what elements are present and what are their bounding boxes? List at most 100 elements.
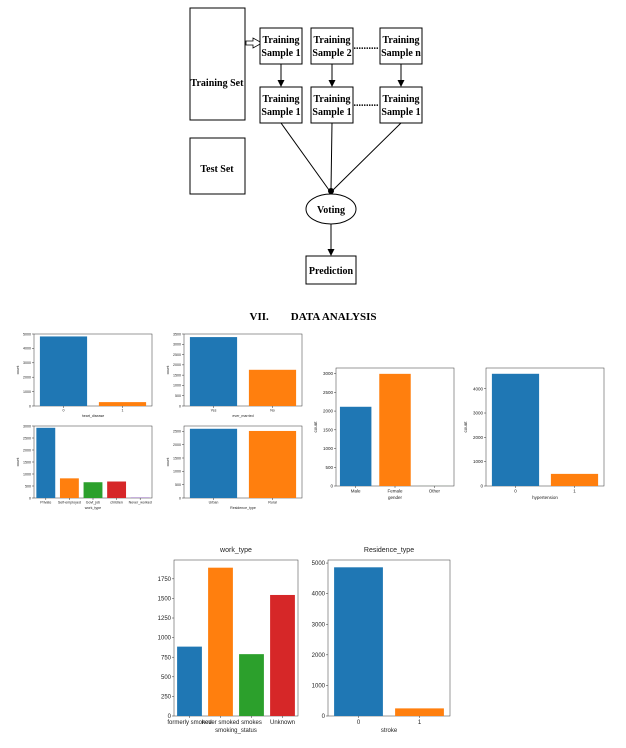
bar-formerly-smoked: [177, 646, 202, 716]
x-axis-label: gender: [388, 495, 403, 500]
y-tick-label: 1500: [173, 456, 181, 460]
x-axis-label: smoking_status: [215, 728, 257, 734]
y-tick-label: 4000: [23, 347, 31, 351]
top-sample-2-line1: Training: [313, 35, 350, 46]
y-tick-label: 1500: [158, 597, 172, 603]
y-tick-label: 3000: [323, 371, 334, 376]
bar-private: [36, 427, 56, 498]
y-tick-label: 3000: [312, 622, 326, 628]
y-tick-label: 3000: [473, 411, 484, 416]
x-axis-label: hypertension: [532, 495, 558, 500]
x-tick-label: formerly smoked: [167, 720, 211, 726]
y-tick-label: 5000: [23, 332, 31, 336]
y-tick-label: 2500: [323, 390, 334, 395]
bottom-sample-n-line1: Training: [382, 94, 419, 105]
x-tick-label: Private: [40, 501, 51, 505]
section-number: VII.: [249, 311, 269, 323]
y-tick-label: 0: [29, 496, 31, 500]
y-tick-label: 4000: [473, 386, 484, 391]
chart-title: work_type: [219, 547, 252, 554]
x-tick-label: 1: [122, 409, 124, 413]
y-axis-label: count: [16, 366, 20, 375]
y-tick-label: 2500: [23, 436, 31, 440]
x-tick-label: 0: [514, 489, 517, 494]
y-tick-label: 0: [330, 484, 333, 489]
bar-0: [334, 567, 383, 716]
bar-0: [491, 373, 540, 486]
x-axis-label: Residence_type: [230, 506, 256, 510]
bottom-dots: ..........: [354, 98, 380, 109]
y-tick-label: 3000: [23, 361, 31, 365]
chart-smoking-status: work_type02505007501000125015001750forme…: [150, 547, 299, 734]
top-sample-n-line1: Training: [382, 35, 419, 46]
y-tick-label: 1000: [473, 459, 484, 464]
y-axis-label: count: [463, 421, 468, 433]
x-tick-label: Urban: [209, 501, 219, 505]
y-tick-label: 0: [168, 714, 172, 720]
y-tick-label: 2000: [473, 435, 484, 440]
x-tick-label: Other: [429, 489, 441, 494]
y-tick-label: 2000: [173, 443, 181, 447]
section-heading: VII.DATA ANALYSIS: [0, 311, 626, 323]
y-tick-label: 5000: [312, 561, 326, 567]
bar-unknown: [270, 594, 295, 716]
bar-female: [379, 373, 411, 486]
training-set-box: [189, 7, 246, 121]
bar-never-smoked: [208, 567, 233, 716]
y-tick-label: 3000: [173, 343, 181, 347]
x-tick-label: Never_worked: [129, 501, 152, 505]
y-tick-label: 2500: [173, 353, 181, 357]
y-tick-label: 750: [161, 655, 172, 661]
x-axis-label: ever_married: [232, 414, 253, 418]
x-tick-label: 1: [418, 720, 422, 726]
y-axis-label: count: [150, 630, 151, 645]
x-axis-label: heart_disease: [82, 414, 105, 418]
training-set-label: Training Set: [191, 78, 245, 89]
x-tick-label: Govt_job: [86, 501, 100, 505]
x-tick-label: 0: [63, 409, 65, 413]
y-axis-label: count: [313, 421, 318, 433]
y-tick-label: 1500: [323, 427, 334, 432]
open-arrow: [245, 37, 263, 49]
prediction-box: [305, 255, 357, 285]
y-tick-label: 1000: [323, 446, 334, 451]
test-set-label: Test Set: [200, 164, 234, 175]
y-tick-label: 1000: [158, 636, 172, 642]
y-tick-label: 500: [325, 465, 333, 470]
x-tick-label: Rural: [268, 501, 277, 505]
bar-urban: [189, 428, 238, 498]
bar-0: [39, 336, 88, 406]
y-tick-label: 1000: [23, 390, 31, 394]
random-forest-diagram: Training Set Training Sample 1 Training …: [189, 7, 423, 285]
x-tick-label: smokes: [241, 720, 262, 726]
bar-rural: [248, 430, 297, 498]
bar-no: [248, 369, 297, 406]
bar-children: [107, 481, 127, 498]
top-sample-n-box: [379, 27, 423, 65]
chart-title: Residence_type: [364, 547, 414, 554]
bottom-sample-2-box: [310, 86, 354, 124]
x-tick-label: No: [270, 409, 275, 413]
y-axis-label: count: [166, 366, 170, 375]
y-tick-label: 500: [175, 483, 181, 487]
bar-1: [98, 402, 147, 406]
y-tick-label: 2500: [173, 430, 181, 434]
x-tick-label: never smoked: [202, 720, 240, 726]
y-tick-label: 1500: [23, 460, 31, 464]
y-tick-label: 3000: [23, 424, 31, 428]
bottom-sample-1-line2: Sample 1: [261, 107, 300, 118]
y-tick-label: 4000: [312, 592, 326, 598]
y-tick-label: 2000: [23, 375, 31, 379]
top-sample-2-line2: Sample 2: [312, 48, 351, 59]
x-tick-label: Yes: [211, 409, 217, 413]
y-tick-label: 1000: [23, 472, 31, 476]
test-set-box: [189, 137, 246, 195]
bar-self-employed: [59, 478, 79, 498]
